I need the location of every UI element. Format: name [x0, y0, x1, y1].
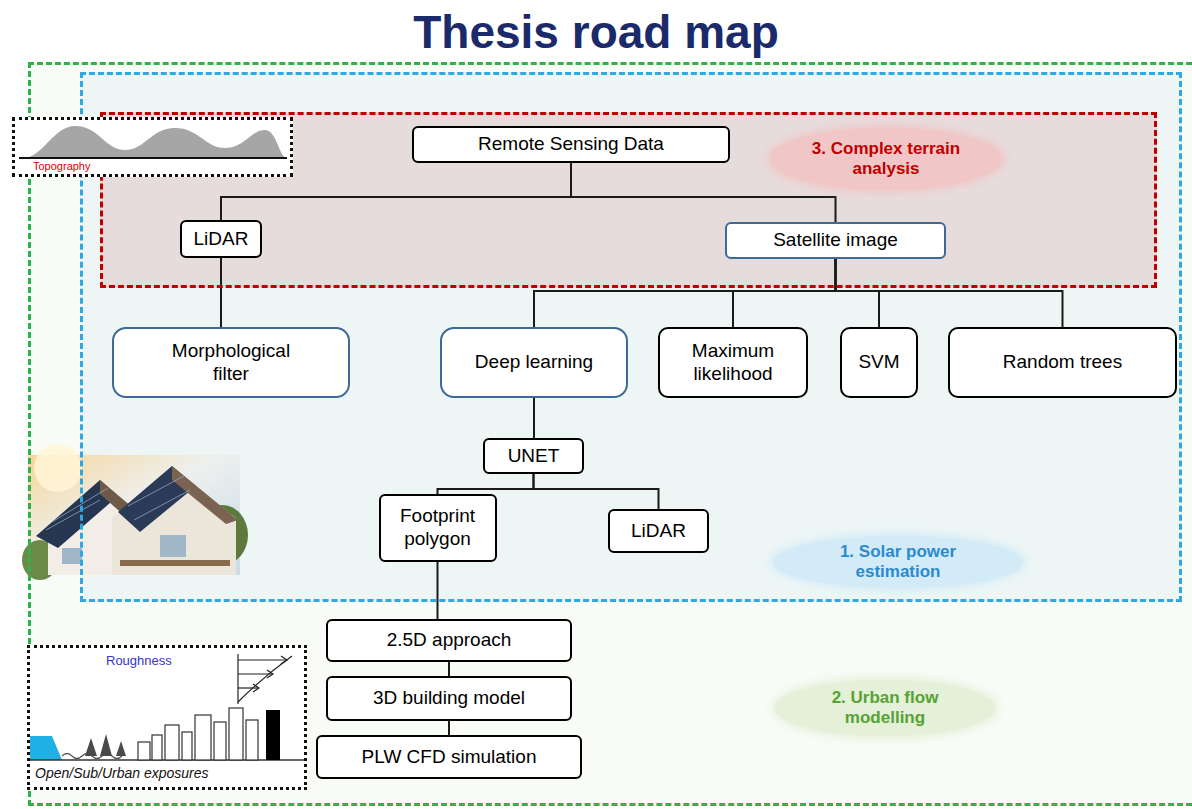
tree-connector [534, 259, 836, 327]
box-label: 2.5D approach [387, 629, 512, 652]
box-label: Remote Sensing Data [478, 133, 664, 156]
tree-connector [733, 259, 836, 327]
tree-connector [836, 259, 880, 327]
ellipse-badge: 3. Complex terrain analysis [770, 128, 1002, 190]
process-box: PLW CFD simulation [316, 735, 582, 779]
solar-house-photo [22, 444, 248, 580]
box-label: LiDAR [194, 228, 249, 251]
tree-connector [533, 398, 535, 438]
ground-line [19, 157, 287, 159]
box-label: Morphological filter [156, 340, 306, 386]
tree-connector [437, 562, 439, 619]
method-box: Maximum likelihood [658, 327, 808, 398]
process-box: 2.5D approach [326, 619, 572, 662]
tree-connector [534, 474, 659, 509]
method-box: SVM [840, 327, 918, 398]
photo-window [62, 548, 82, 564]
region-label: 1. Solar power estimation [818, 542, 978, 581]
topography-inset: Topography [12, 117, 293, 177]
ellipse-badge: 1. Solar power estimation [773, 536, 1023, 588]
box-label: 3D building model [373, 687, 525, 710]
box-label: Random trees [1003, 351, 1122, 374]
box-label: Footprint polygon [388, 505, 488, 551]
method-box: Random trees [948, 327, 1177, 398]
box-label: PLW CFD simulation [362, 746, 537, 769]
box-label: Deep learning [475, 351, 593, 374]
box-label: UNET [508, 445, 560, 468]
region-label: 2. Urban flow modelling [810, 688, 960, 727]
photo-window [160, 535, 186, 557]
box-label: SVM [858, 351, 899, 374]
process-box: 3D building model [326, 676, 572, 721]
region-label: 3. Complex terrain analysis [796, 139, 976, 178]
building-symbols [138, 708, 258, 760]
tree-connector [438, 474, 534, 494]
method-box: Morphological filter [112, 327, 350, 398]
box-label: LiDAR [631, 520, 686, 543]
process-box: LiDAR [180, 220, 262, 258]
process-box: Satellite image [725, 222, 946, 259]
inset-heading: Roughness [106, 654, 172, 668]
tree-connector [836, 259, 1063, 327]
process-box: LiDAR [608, 509, 709, 553]
photo-solar-roof [118, 466, 196, 532]
inset-heading: Topography [33, 160, 91, 172]
photo-sun [34, 444, 82, 492]
process-box: Footprint polygon [379, 494, 497, 562]
tree-connector [220, 258, 222, 327]
inset-caption: Open/Sub/Urban exposures [35, 766, 209, 781]
photo-roof-edge [172, 466, 238, 524]
tree-connector [448, 662, 450, 676]
box-label: Satellite image [773, 229, 898, 252]
process-box: UNET [483, 438, 584, 474]
ellipse-badge: 2. Urban flow modelling [775, 680, 995, 736]
box-label: Maximum likelihood [673, 340, 793, 386]
target-building [266, 710, 280, 760]
method-box: Deep learning [440, 327, 628, 398]
roughness-inset: RoughnessOpen/Sub/Urban exposures [27, 645, 307, 790]
water-area [30, 736, 62, 760]
diagram-title: Thesis road map [0, 6, 1192, 58]
process-box: Remote Sensing Data [412, 126, 730, 163]
photo-panel-grid [46, 476, 190, 530]
tree-connector [448, 721, 450, 735]
photo-deck [120, 560, 230, 566]
tree-symbols [85, 734, 126, 756]
wind-profile [238, 654, 292, 704]
hill-shape [23, 126, 287, 158]
